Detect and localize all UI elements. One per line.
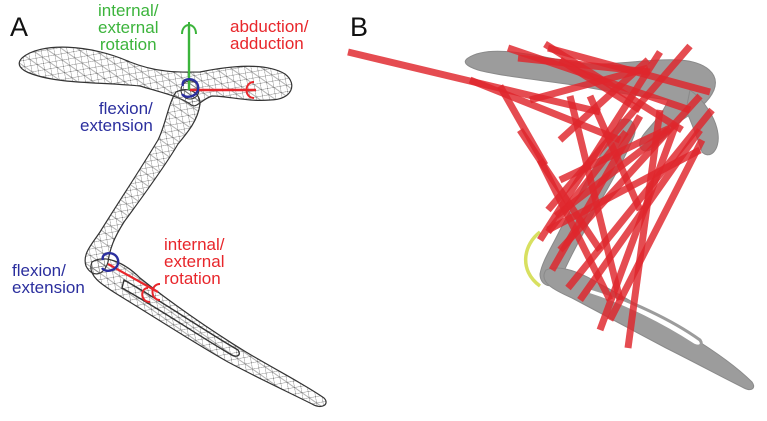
hip-rotation-arrow-icon (182, 22, 196, 40)
knee-rotation-label: internal/ external rotation (164, 236, 224, 287)
knee-flexion-label: flexion/ extension (12, 262, 85, 296)
b-patella-tendon (526, 232, 540, 286)
b-tibia-bone (544, 268, 754, 390)
panel-label-a: A (10, 14, 28, 41)
hip-rotation-label: internal/ external rotation (98, 2, 158, 53)
panel-a-skeleton (19, 47, 326, 406)
hip-abduction-label: abduction/ adduction (230, 18, 308, 52)
hip-flexion-label: flexion/ extension (80, 100, 153, 134)
panel-label-b: B (350, 14, 368, 41)
